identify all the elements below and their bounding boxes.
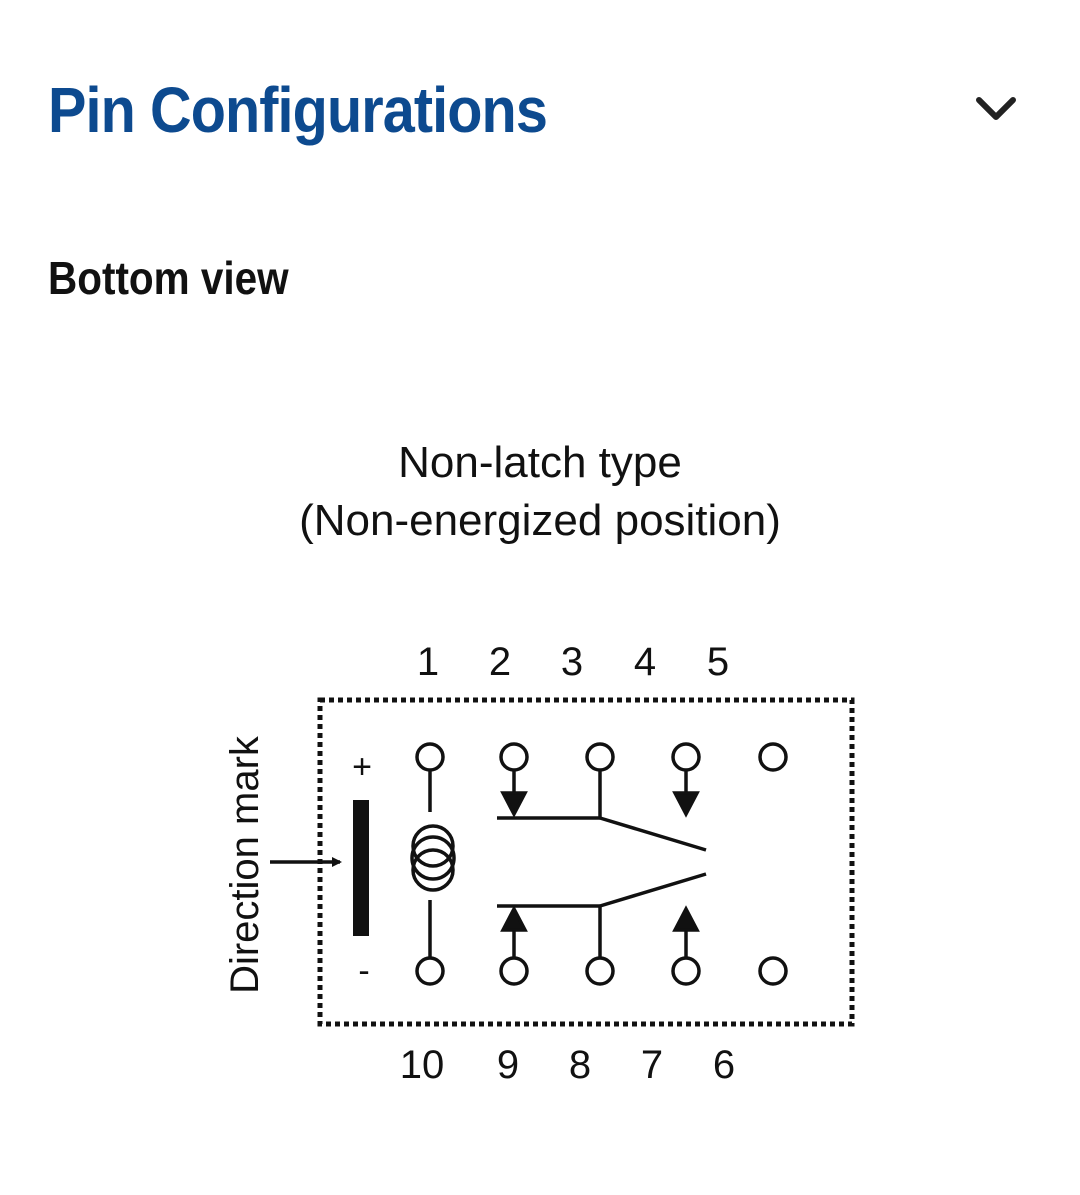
coil-symbol (410, 742, 456, 986)
pin-4-contact (671, 742, 701, 818)
pin-5-contact (758, 742, 788, 772)
pin-number-9: 9 (497, 1043, 519, 1087)
pin-configurations-header[interactable]: Pin Configurations (48, 70, 1038, 150)
pin-8-contact (585, 906, 615, 986)
pin-number-3: 3 (561, 640, 583, 684)
pin-3-contact (585, 742, 615, 818)
lower-switch (497, 872, 707, 908)
section-title: Pin Configurations (48, 74, 548, 146)
relay-pin-diagram: Non-latch type (Non-energized position) … (223, 438, 855, 1087)
pin-7-contact (671, 905, 701, 986)
pin-6-contact (758, 956, 788, 986)
pin-number-1: 1 (417, 640, 439, 684)
pin-number-5: 5 (707, 640, 729, 684)
pin-number-2: 2 (489, 640, 511, 684)
direction-mark-label: Direction mark (223, 735, 267, 994)
diagram-caption-position: (Non-energized position) (299, 496, 781, 545)
pin-number-6: 6 (713, 1043, 735, 1087)
pin-number-10: 10 (400, 1043, 445, 1087)
diagram-caption-type: Non-latch type (398, 438, 682, 487)
pin-number-7: 7 (641, 1043, 663, 1087)
minus-sign: - (358, 952, 369, 990)
chevron-down-icon[interactable] (974, 94, 1018, 126)
pin-9-contact (499, 905, 529, 986)
plus-sign: + (352, 748, 372, 786)
bottom-view-heading: Bottom view (48, 252, 289, 304)
pin-number-8: 8 (569, 1043, 591, 1087)
pin-diagram: Non-latch type (Non-energized position) … (0, 400, 1080, 1120)
pin-number-4: 4 (634, 640, 656, 684)
pin-2-contact (499, 742, 529, 818)
upper-switch (497, 816, 707, 852)
direction-mark-bar (353, 800, 369, 936)
